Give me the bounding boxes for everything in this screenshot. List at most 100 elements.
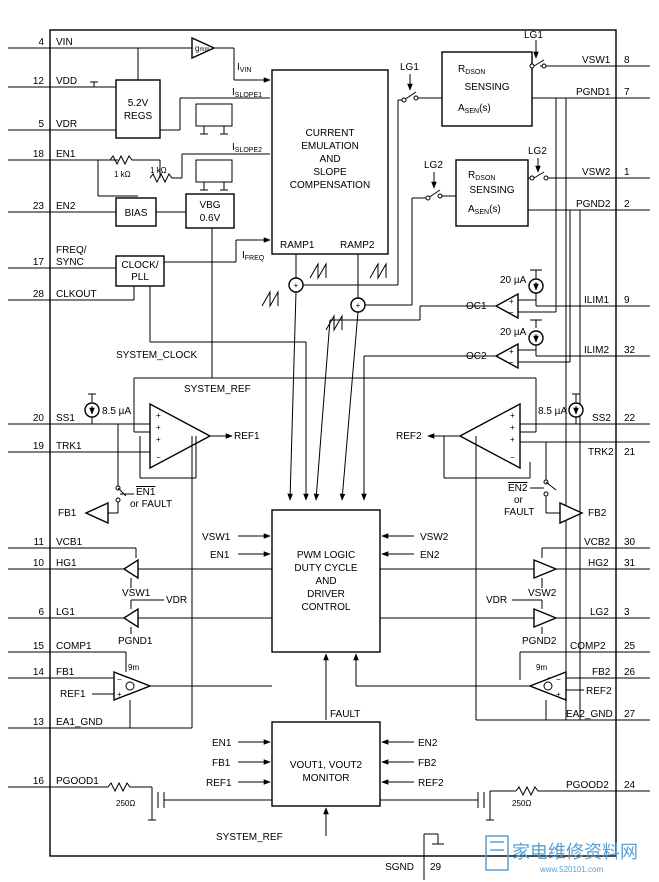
pin-name-vin: VIN: [56, 37, 73, 48]
svg-text:or FAULT: or FAULT: [130, 499, 172, 510]
right-pins: VSW1 8 PGND1 7 VSW2 1 PGND2 2 ILIM1 9 IL…: [385, 55, 650, 880]
pin-num-pgood2: 24: [624, 780, 636, 791]
svg-text:1 kΩ: 1 kΩ: [150, 166, 167, 175]
svg-text:EN2: EN2: [508, 483, 528, 494]
ss2-amp: 8.5 µA + + + − REF2 EN2 or FAULT FB2: [396, 393, 607, 525]
svg-text:20 µA: 20 µA: [500, 275, 527, 286]
svg-text:ISLOPE1: ISLOPE1: [232, 87, 262, 99]
svg-text:FB2: FB2: [418, 758, 437, 769]
svg-text:www.520101.com: www.520101.com: [539, 865, 603, 874]
svg-text:+: +: [510, 411, 515, 420]
pin-name-fb2: FB2: [592, 667, 611, 678]
svg-text:LG2: LG2: [528, 146, 547, 157]
svg-text:ASEN(s): ASEN(s): [458, 103, 491, 115]
pin-num-trk2: 21: [624, 447, 636, 458]
svg-text:LG1: LG1: [524, 30, 543, 41]
pin-num-vin: 4: [38, 37, 44, 48]
svg-text:CLOCK/: CLOCK/: [121, 260, 158, 271]
pin-num-pgnd1: 7: [624, 87, 630, 98]
clock-pll-block: [115, 255, 165, 287]
svg-text:FAULT: FAULT: [330, 709, 360, 720]
pin-num-ss1: 20: [33, 413, 45, 424]
svg-text:20 µA: 20 µA: [500, 327, 527, 338]
pin-num-lg1: 6: [38, 607, 44, 618]
svg-text:EMULATION: EMULATION: [301, 141, 359, 152]
svg-text:REF2: REF2: [418, 778, 444, 789]
pin-num-en1: 18: [33, 149, 45, 160]
error-amp-1: 9m − + REF1: [60, 436, 272, 728]
pin-num-hg2: 31: [624, 558, 636, 569]
svg-text:SYSTEM_REF: SYSTEM_REF: [216, 832, 283, 843]
svg-text:VDR: VDR: [166, 595, 187, 606]
pin-name-ilim1: ILIM1: [584, 295, 609, 306]
label-system-ref: SYSTEM_REF: [184, 384, 251, 395]
svg-text:PGND1: PGND1: [118, 636, 153, 647]
svg-text:250Ω: 250Ω: [512, 799, 531, 808]
svg-text:CURRENT: CURRENT: [306, 128, 355, 139]
lg2-driver: [533, 607, 558, 629]
svg-text:FB1: FB1: [58, 508, 77, 519]
svg-text:VSW1: VSW1: [122, 588, 151, 599]
svg-text:AND: AND: [319, 154, 340, 165]
gm-amplifier: [191, 36, 216, 60]
pin-name-trk2: TRK2: [588, 447, 614, 458]
vout-monitor-block: [271, 721, 381, 807]
pin-name-hg1: HG1: [56, 558, 77, 569]
svg-text:FB1: FB1: [212, 758, 231, 769]
svg-text:EN2: EN2: [420, 550, 440, 561]
svg-text:DUTY CYCLE: DUTY CYCLE: [294, 563, 357, 574]
pin-name-pgnd2: PGND2: [576, 199, 611, 210]
svg-text:+: +: [509, 297, 514, 306]
svg-text:ASEN(s): ASEN(s): [468, 204, 501, 216]
oc1-comparator: 20 µA + − OC1: [313, 98, 557, 501]
pin-name-pgnd1: PGND1: [576, 87, 611, 98]
svg-text:COMPENSATION: COMPENSATION: [290, 180, 370, 191]
pin-num-comp2: 25: [624, 641, 636, 652]
vbg-block: [185, 193, 235, 229]
resistor-1k-b: [149, 172, 182, 184]
svg-text:SENSING: SENSING: [469, 185, 514, 196]
svg-text:gmm: gmm: [195, 44, 209, 53]
pin-name-freq: FREQ/: [56, 245, 87, 256]
svg-text:IVIN: IVIN: [237, 62, 251, 74]
pin-name-en2: EN2: [56, 201, 76, 212]
pin-name-en1: EN1: [56, 149, 76, 160]
svg-text:REF1: REF1: [206, 778, 232, 789]
pin-num-vcb2: 30: [624, 537, 636, 548]
svg-text:LG1: LG1: [400, 62, 419, 73]
pin-name-vdd: VDD: [56, 76, 77, 87]
svg-text:IFREQ: IFREQ: [242, 250, 265, 262]
pin-num-hg1: 10: [33, 558, 45, 569]
svg-text:ISLOPE2: ISLOPE2: [232, 142, 262, 154]
pin-num-comp1: 15: [33, 641, 45, 652]
svg-text:RDSON: RDSON: [468, 170, 495, 182]
watermark: 家电维修资料网 www.520101.com: [485, 835, 638, 874]
pin-num-vsw1: 8: [624, 55, 630, 66]
pin-num-vcb1: 11: [34, 537, 45, 548]
svg-text:EN2: EN2: [418, 738, 438, 749]
pin-num-clkout: 28: [33, 289, 45, 300]
pin-name-comp1: COMP1: [56, 641, 92, 652]
svg-text:+: +: [556, 690, 561, 699]
pin-name-vcb2: VCB2: [584, 537, 611, 548]
pin-name-vdr: VDR: [56, 119, 77, 130]
svg-text:9m: 9m: [536, 663, 547, 672]
chip-outline: [49, 29, 617, 857]
svg-text:−: −: [117, 675, 122, 684]
svg-text:EN1: EN1: [212, 738, 232, 749]
pin-num-ea2gnd: 27: [624, 709, 636, 720]
pin-num-ea1gnd: 13: [33, 717, 45, 728]
pin-num-trk1: 19: [33, 441, 45, 452]
svg-text:LG2: LG2: [424, 160, 443, 171]
svg-text:−: −: [510, 453, 515, 462]
left-pins: 4 VIN 12 VDD 5 VDR 18 EN1 23 EN2 17 FREQ…: [8, 37, 192, 788]
svg-text:8.5 µA: 8.5 µA: [102, 406, 131, 417]
svg-text:REGS: REGS: [124, 111, 153, 122]
regs-block: [115, 79, 161, 139]
svg-text:VSW2: VSW2: [420, 532, 449, 543]
pwm-logic-block: [271, 509, 381, 653]
svg-text:RAMP2: RAMP2: [340, 240, 375, 251]
lg1-driver: [122, 607, 139, 629]
pin-num-pgnd2: 2: [624, 199, 630, 210]
svg-text:250Ω: 250Ω: [116, 799, 135, 808]
